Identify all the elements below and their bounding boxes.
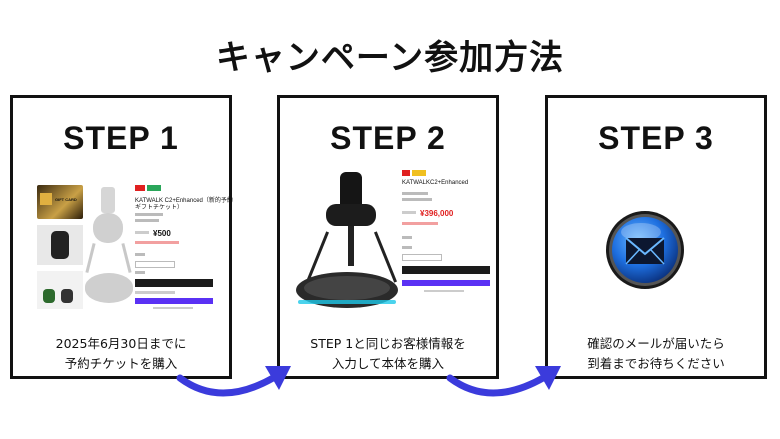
sale-badge	[402, 170, 410, 176]
vest-thumbnail	[37, 225, 83, 265]
step-3-caption-line1: 確認のメールが届いたら	[587, 336, 725, 351]
step-1-product-screenshot: GIFT CARD KATWALK C2+Enhanced（新的予約 ギフトチケ…	[35, 183, 233, 313]
new-badge	[147, 185, 161, 191]
new-badge	[412, 170, 426, 176]
step-1-caption-line2: 予約チケットを購入	[64, 356, 178, 371]
product-title: KATWALK C2+Enhanced（新的予約	[135, 198, 233, 204]
machine-image	[296, 170, 398, 316]
step-2-caption-line1: STEP 1と同じお客様情報を	[310, 336, 466, 351]
product-price: ¥500	[153, 229, 171, 238]
step-2-product-screenshot: KATWALKC2+Enhanced ¥396,000	[290, 168, 492, 318]
machine-image	[85, 185, 133, 309]
shop-pay-button[interactable]	[135, 298, 213, 304]
arrow-icon	[176, 366, 291, 397]
product-price: ¥396,000	[420, 209, 454, 218]
product-title: KATWALKC2+Enhanced	[402, 180, 469, 186]
step-3-caption-line2: 到着までお待ちください	[587, 356, 725, 371]
sale-badge	[135, 185, 145, 191]
gift-card-image: GIFT CARD	[37, 185, 83, 219]
step-3-caption: 確認のメールが届いたら 到着までお待ちください	[548, 334, 764, 374]
step-2-caption: STEP 1と同じお客様情報を 入力して本体を購入	[280, 334, 496, 374]
arrow-icon	[446, 366, 561, 397]
product-title-2: ギフトチケット）	[135, 205, 184, 211]
step-2-card: STEP 2 KATWALKC2+Enhanced ¥396,000 STEP …	[277, 95, 499, 379]
page-title: キャンペーン参加方法	[215, 38, 565, 78]
step-2-heading: STEP 2	[330, 120, 446, 156]
step-1-heading: STEP 1	[63, 120, 179, 156]
mail-envelope-icon	[605, 210, 685, 290]
quantity-selector[interactable]	[135, 261, 175, 268]
step-1-caption-line1: 2025年6月30日までに	[55, 336, 187, 351]
step-3-card: STEP 3 確認のメールが届いたら 到着までお待ちください	[545, 95, 767, 379]
step-2-caption-line2: 入力して本体を購入	[331, 356, 445, 371]
add-to-cart-button[interactable]	[135, 279, 213, 287]
add-to-cart-button[interactable]	[402, 266, 490, 274]
step-1-caption: 2025年6月30日までに 予約チケットを購入	[13, 334, 229, 374]
step-1-card: STEP 1 GIFT CARD KATWALK C2+Enhanced（新的予…	[10, 95, 233, 379]
step-3-heading: STEP 3	[598, 120, 714, 156]
shop-pay-button[interactable]	[402, 280, 490, 286]
gift-card-label: GIFT CARD	[55, 197, 77, 202]
shoe-thumbnail	[37, 271, 83, 309]
quantity-selector[interactable]	[402, 254, 442, 261]
